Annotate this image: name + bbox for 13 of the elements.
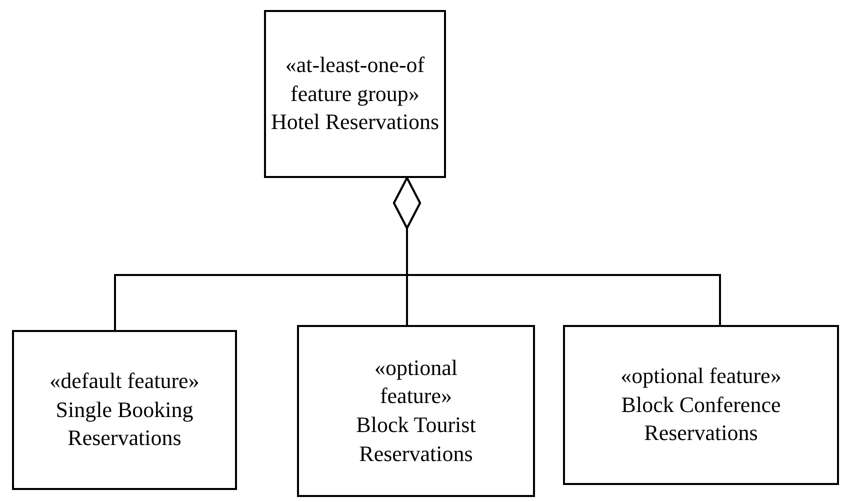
stereotype-label: «optional feature» <box>373 354 459 410</box>
feature-box <box>297 325 535 497</box>
feature-box <box>563 325 839 485</box>
stereotype-label: «default feature» <box>50 367 200 396</box>
feature-name: Block Conference Reservations <box>620 390 782 448</box>
stereotype-label: «optional feature» <box>620 362 782 390</box>
feature-box <box>264 10 446 178</box>
stereotype-label: «at-least-one-of feature group» <box>284 51 426 108</box>
feature-name: Hotel Reservations <box>270 108 440 136</box>
aggregation-line <box>393 177 721 325</box>
feature-box <box>12 330 237 490</box>
feature-name: Single Booking Reservations <box>54 396 194 452</box>
feature-name: Block Tourist Reservations <box>355 411 477 468</box>
